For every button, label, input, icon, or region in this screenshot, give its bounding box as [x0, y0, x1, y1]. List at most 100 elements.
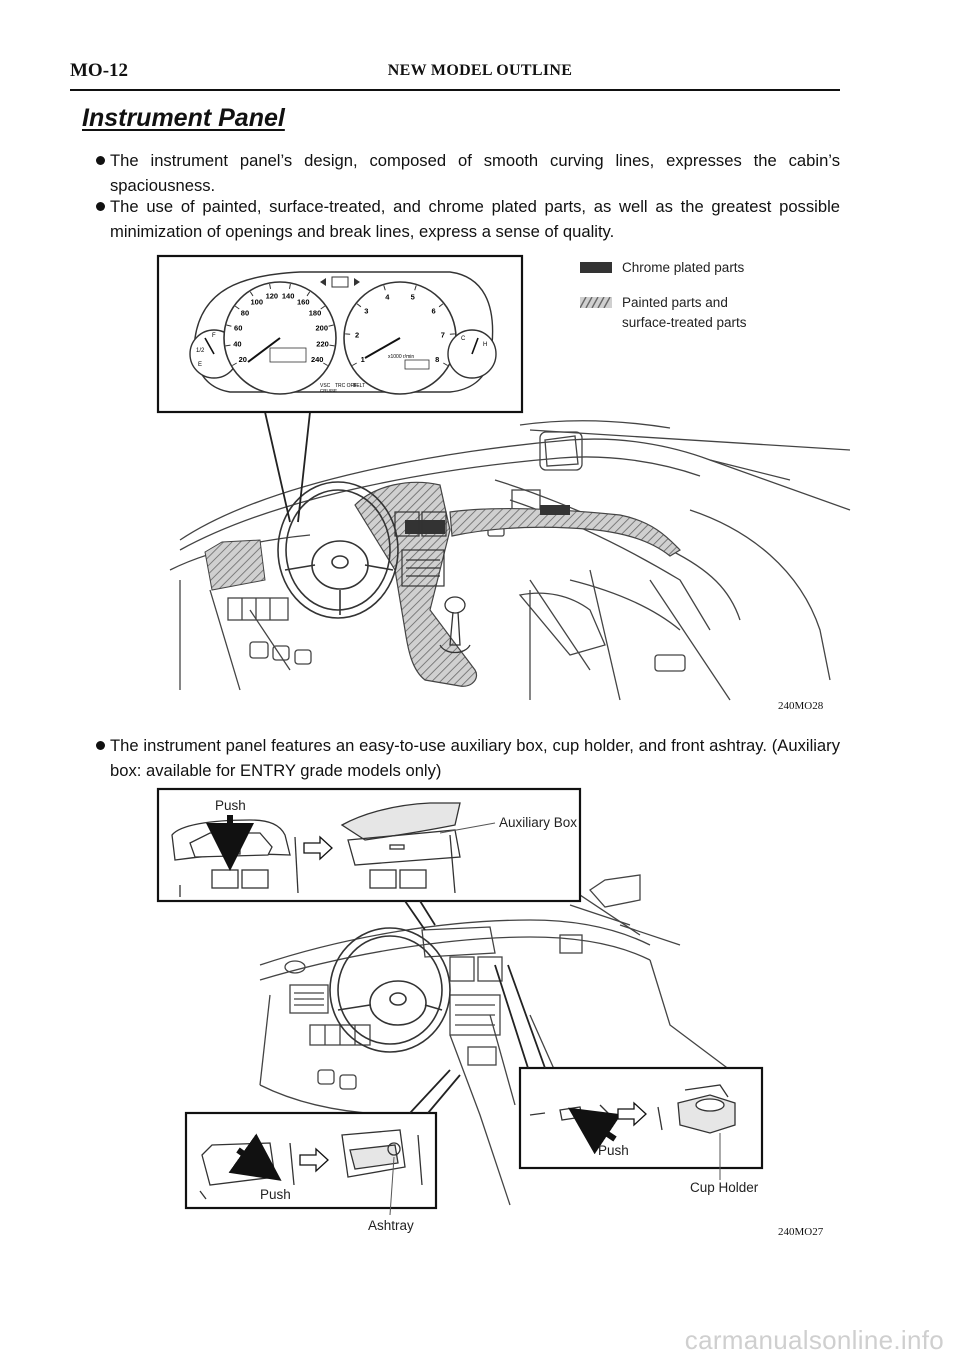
chrome-door-handle	[540, 505, 570, 515]
tachometer-tick	[356, 303, 362, 308]
speedometer-tick-label: 60	[234, 323, 242, 332]
steering-wheel	[277, 481, 399, 619]
figure1-code: 240MO28	[778, 700, 824, 712]
tachometer-tick	[414, 285, 417, 291]
speedometer-tick	[234, 305, 240, 310]
tachometer-tick	[438, 303, 444, 308]
cluster-shell	[193, 271, 494, 393]
center-vent	[394, 511, 447, 587]
bullet-dot-icon	[96, 741, 105, 750]
tachometer-tick-label: 2	[355, 330, 359, 339]
ashtray-label: Ashtray	[368, 1218, 414, 1233]
speedometer-tick	[306, 291, 311, 297]
figure-aux-box-cupholder-ashtray	[156, 787, 764, 1216]
transition-arrow-icon	[299, 1147, 329, 1173]
tachometer-tick-label: 6	[432, 307, 436, 316]
ashtray-open-drawing	[341, 1129, 423, 1186]
turn-left-icon	[320, 278, 326, 286]
legend-chrome-label: Chrome plated parts	[622, 260, 745, 275]
cup-holder-label: Cup Holder	[690, 1180, 759, 1195]
painted-center-console	[204, 481, 681, 687]
bullet-item: The use of painted, surface-treated, and…	[96, 194, 840, 244]
ashtray-leader	[389, 1156, 395, 1216]
tachometer-tick-label: 7	[441, 330, 445, 339]
dashboard-line-art	[169, 420, 851, 701]
speedometer-tick	[225, 344, 231, 347]
transition-arrow-icon	[617, 1101, 647, 1127]
header-title: NEW MODEL OUTLINE	[387, 62, 573, 79]
push-aux-label: Push	[215, 798, 246, 813]
speedometer-tick-label: 20	[239, 355, 247, 364]
speedometer-tick-label: 40	[233, 340, 241, 349]
speedometer-tick	[320, 305, 326, 310]
page-id: MO-12	[70, 60, 129, 81]
tachometer-tick	[383, 285, 386, 291]
fuel-label-e: E	[198, 362, 202, 368]
turn-right-icon	[354, 278, 360, 286]
speedometer-tick-label: 140	[282, 291, 295, 300]
speedometer-tick	[226, 324, 232, 327]
bullet-text: The instrument panel’s design, composed …	[110, 151, 840, 195]
speedometer-tick-label: 200	[316, 323, 329, 332]
tach-unit: x1000 r/min	[388, 354, 414, 360]
fuel-label-f: F	[212, 333, 216, 339]
bullet-item: The instrument panel’s design, composed …	[96, 148, 840, 198]
speedometer-tick	[249, 291, 254, 297]
figure2-code: 240MO27	[778, 1226, 824, 1238]
bullet-dot-icon	[96, 202, 105, 211]
speedometer-tick-label: 220	[316, 340, 329, 349]
bullet-text: The instrument panel features an easy-to…	[110, 736, 840, 780]
speedometer-tick	[288, 283, 291, 289]
bullet-dot-icon	[96, 156, 105, 165]
chrome-swatch	[580, 262, 612, 273]
indicator-belt: BELT	[353, 383, 365, 389]
aux-box-leader	[439, 822, 496, 834]
speedometer-tick	[232, 362, 237, 366]
fuel-label-half: 1/2	[196, 348, 205, 354]
tachometer-tick	[352, 362, 357, 366]
push-cup-label: Push	[598, 1143, 629, 1158]
speedometer-tick-label: 100	[250, 297, 263, 306]
push-cup-arrow-icon	[568, 1107, 622, 1155]
tachometer-tick	[443, 362, 448, 366]
dashboard-line-art-2	[259, 874, 751, 1206]
steering-wheel-2	[329, 927, 451, 1053]
transition-arrow-icon	[303, 835, 333, 861]
push-ashtray-arrow-icon	[228, 1133, 282, 1181]
aux-box-open-drawing	[340, 802, 461, 894]
temp-label-h: H	[483, 342, 487, 348]
tachometer-tick-label: 1	[361, 355, 365, 364]
temp-label-c: C	[461, 336, 466, 342]
tachometer-tick-label: 5	[411, 292, 415, 301]
bullet-item: The instrument panel features an easy-to…	[96, 733, 840, 783]
speedometer-tick	[329, 344, 335, 347]
indicator-vsc: VSC	[320, 383, 331, 389]
gear-shifter	[439, 596, 471, 654]
watermark: carmanualsonline.info	[684, 1325, 944, 1355]
speedometer-tick-label: 160	[297, 297, 310, 306]
speedometer-tick-label: 240	[311, 355, 324, 364]
speedometer-tick-label: 80	[241, 309, 249, 318]
speedometer-tick	[328, 324, 334, 327]
tachometer-tick-label: 8	[435, 355, 439, 364]
indicator-cruise: CRUISE	[320, 388, 337, 393]
chrome-vent-surround	[405, 520, 445, 534]
header-rule	[70, 89, 840, 91]
speedometer-tick-label: 180	[309, 309, 322, 318]
legend-painted-label-1: Painted parts and	[622, 295, 728, 310]
high-beam-icon	[331, 276, 349, 288]
painted-swatch	[580, 297, 612, 308]
section-title: Instrument Panel	[82, 104, 285, 132]
speedometer-tick	[269, 283, 272, 289]
tachometer-tick-label: 4	[385, 292, 390, 301]
speedometer-tick-label: 120	[266, 291, 279, 300]
legend-painted-label-2: surface-treated parts	[622, 315, 747, 330]
speedometer-tick	[323, 362, 328, 366]
auxiliary-box-label: Auxiliary Box	[499, 815, 578, 830]
temp-gauge: C H	[447, 329, 497, 379]
